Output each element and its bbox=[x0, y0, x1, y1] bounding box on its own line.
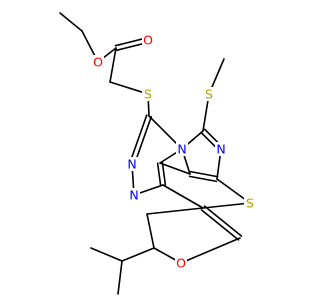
atom-s-thioether-2-label: S bbox=[205, 87, 213, 102]
double-bond-17-a bbox=[156, 162, 162, 187]
atom-n-triazole-bridge: N bbox=[176, 142, 188, 157]
single-bond-0 bbox=[59, 12, 83, 32]
atom-n-pyrimidine-label: N bbox=[216, 142, 225, 157]
single-bond-16 bbox=[159, 162, 191, 175]
atom-o-ester-single: O bbox=[92, 55, 104, 70]
single-bond-5 bbox=[109, 81, 149, 95]
atom-n-triazole-a-label: N bbox=[127, 157, 136, 172]
atom-n-triazole-b-label: N bbox=[129, 188, 138, 203]
atom-o-pyran-label: O bbox=[176, 256, 186, 271]
single-bond-25 bbox=[180, 237, 241, 264]
double-bond-14-a bbox=[189, 170, 219, 178]
atom-s-thioether-1-label: S bbox=[144, 87, 152, 102]
atom-n-triazole-bridge-label: N bbox=[177, 142, 186, 157]
atom-n-triazole-b: N bbox=[128, 188, 140, 203]
atom-s-thioether-1: S bbox=[142, 87, 154, 102]
atom-o-ester-double: O bbox=[142, 33, 154, 48]
atom-n-triazole-a: N bbox=[126, 157, 138, 172]
double-bond-24-b bbox=[203, 205, 243, 237]
single-bond-29 bbox=[121, 247, 155, 262]
atom-n-pyrimidine: N bbox=[215, 142, 227, 157]
single-bond-30 bbox=[90, 247, 123, 262]
atom-s-thioether-2: S bbox=[203, 87, 215, 102]
atom-label-layer: O O S S N N N N bbox=[92, 33, 256, 271]
double-bond-14-b bbox=[188, 175, 218, 183]
double-bond-24-a bbox=[200, 209, 240, 241]
atom-s-thiophene-label: S bbox=[246, 196, 254, 211]
atom-s-thiophene: S bbox=[244, 196, 256, 211]
single-bond-23 bbox=[162, 184, 204, 209]
atom-o-ester-double-label: O bbox=[143, 33, 153, 48]
atom-o-pyran: O bbox=[175, 256, 187, 271]
atom-o-ester-single-label: O bbox=[93, 55, 103, 70]
single-bond-4 bbox=[109, 47, 117, 83]
double-bond-8-b bbox=[133, 116, 153, 166]
single-bond-27 bbox=[146, 213, 155, 249]
double-bond-8-a bbox=[128, 114, 148, 164]
single-bond-31 bbox=[117, 260, 123, 295]
single-bond-22 bbox=[202, 202, 251, 209]
single-bond-28 bbox=[146, 207, 204, 215]
molecule-structure: O O S S N N N N bbox=[59, 12, 256, 295]
double-bond-17-b bbox=[161, 161, 167, 186]
